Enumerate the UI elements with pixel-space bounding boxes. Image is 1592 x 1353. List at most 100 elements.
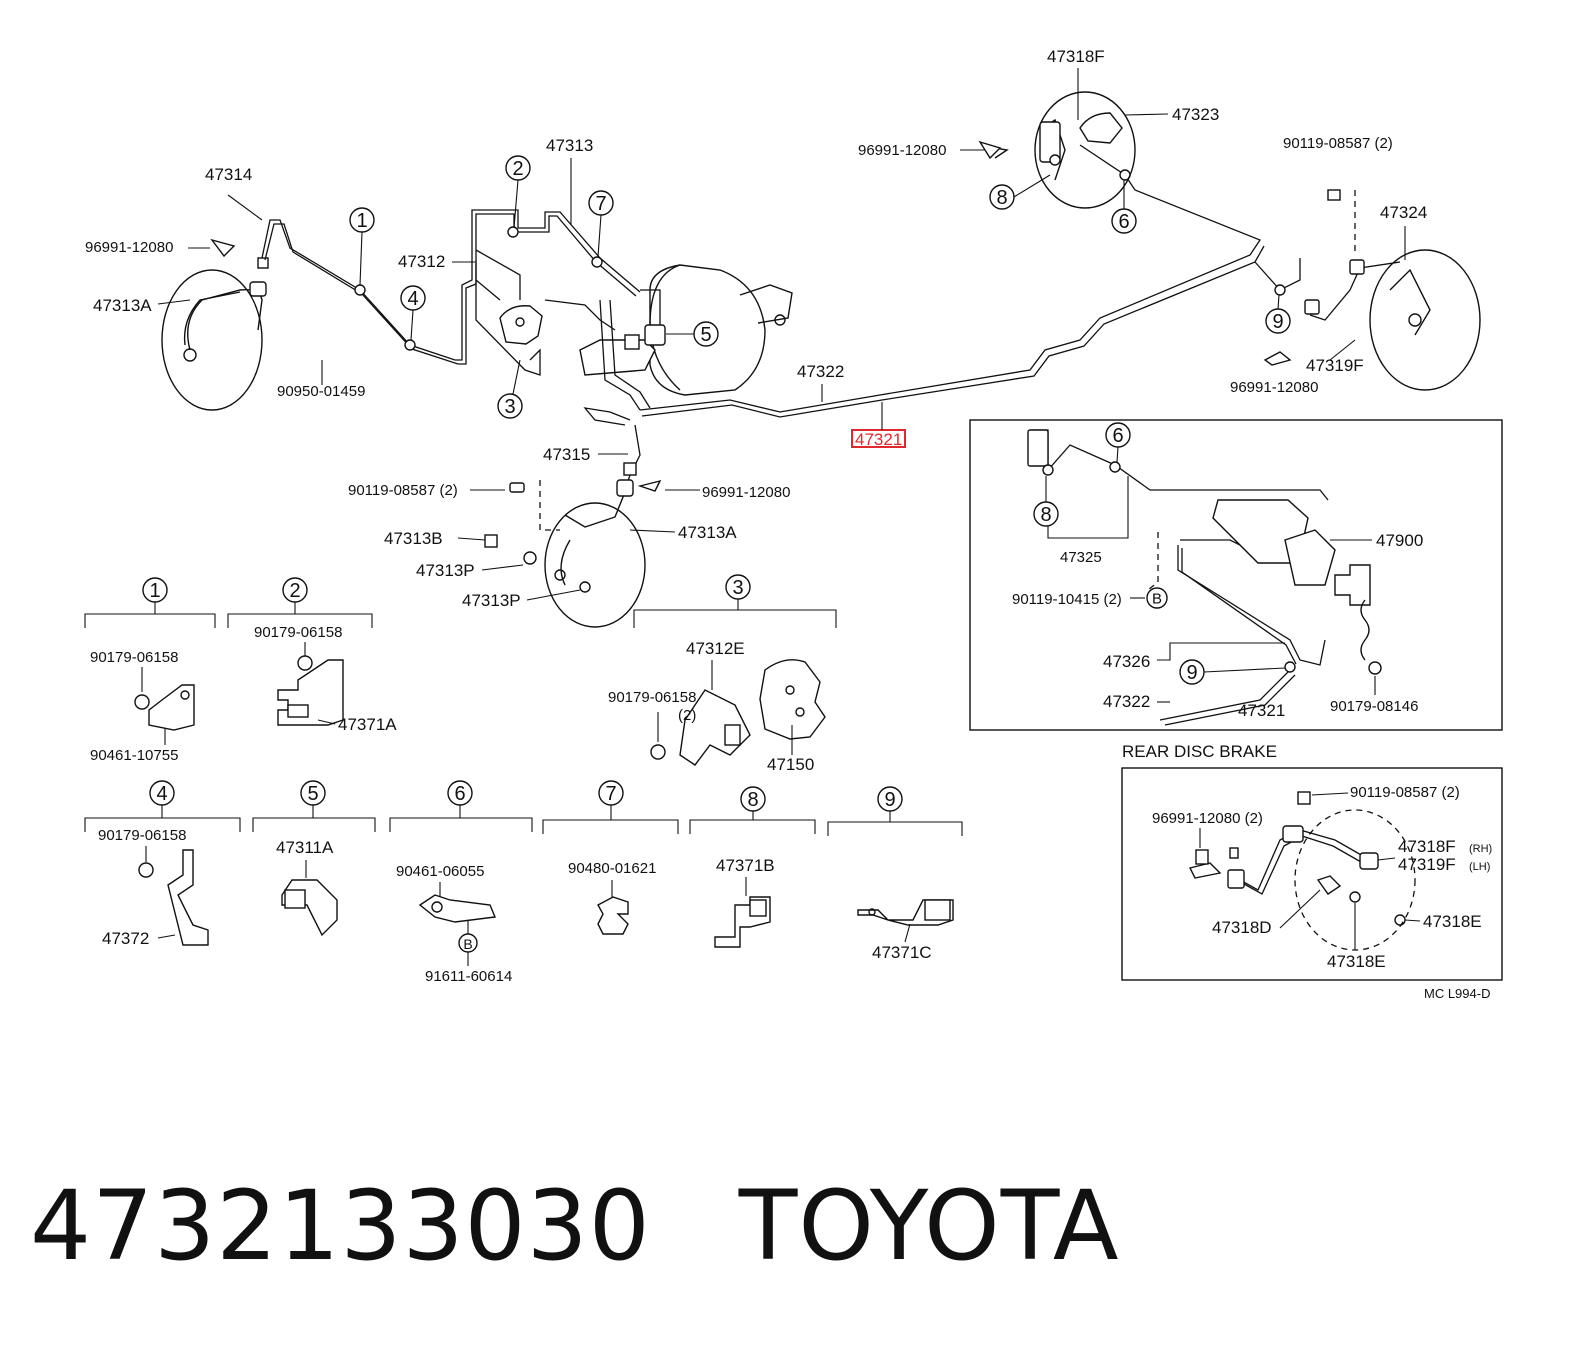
detail-1-label-a: 90179-06158 xyxy=(90,649,178,666)
lspv-inset: 47325 47900 90119-10415 (2) B 47326 4732… xyxy=(969,419,1503,731)
footer-brand: TOYOTA xyxy=(738,1170,1120,1282)
callout-B-inset: B xyxy=(1152,591,1162,608)
diagram-code: MC L994-D xyxy=(1424,986,1490,1001)
label-47315: 47315 xyxy=(543,445,590,464)
detail-4-label-a: 90179-06158 xyxy=(98,827,186,844)
detail-6-callout-B: B xyxy=(463,936,472,952)
detail-5-callout: 5 xyxy=(307,783,318,805)
callout-1: 1 xyxy=(356,210,367,232)
brake-booster-assembly xyxy=(475,226,793,411)
label-90179-08146: 90179-08146 xyxy=(1330,698,1418,715)
label-47319F: 47319F xyxy=(1306,356,1364,375)
rear-right-area xyxy=(1263,189,1481,391)
detail-5-label-a: 47311A xyxy=(276,838,334,857)
label-rear-47318D: 47318D xyxy=(1212,918,1272,937)
label-47324: 47324 xyxy=(1380,203,1427,222)
detail-4-label-b: 47372 xyxy=(102,929,149,948)
label-47322: 47322 xyxy=(797,362,844,381)
detail-9-label-a: 47371C xyxy=(872,943,932,962)
detail-6-label-a: 90461-06055 xyxy=(396,863,484,880)
main-labels: 47314 96991-12080 47313A 90950-01459 473… xyxy=(85,47,1427,610)
label-96991-12080-a: 96991-12080 xyxy=(85,239,173,256)
callout-3: 3 xyxy=(504,396,515,418)
detail-1-callout: 1 xyxy=(149,580,160,602)
label-47313B: 47313B xyxy=(384,529,443,548)
detail-5: 5 47311A xyxy=(252,780,376,937)
detail-7-callout: 7 xyxy=(605,783,616,805)
main-callouts: 1 4 2 7 5 3 8 6 9 xyxy=(349,155,1291,419)
callout-8-inset: 8 xyxy=(1040,504,1051,526)
detail-1: 1 90179-06158 90461-10755 xyxy=(84,577,216,764)
label-rear-47318E-b: 47318E xyxy=(1327,952,1386,971)
brake-tube-diagram: 47314 96991-12080 47313A 90950-01459 473… xyxy=(84,47,1503,1001)
callout-7: 7 xyxy=(595,193,606,215)
highlight-47321-box xyxy=(851,429,906,448)
label-rear-47319F: 47319F xyxy=(1398,855,1456,874)
label-47314: 47314 xyxy=(205,165,252,184)
callout-6-inset: 6 xyxy=(1112,425,1123,447)
label-47323: 47323 xyxy=(1172,105,1219,124)
label-47321-inset: 47321 xyxy=(1238,701,1285,720)
callout-2: 2 xyxy=(512,158,523,180)
label-47318F: 47318F xyxy=(1047,47,1105,66)
label-rear-90119-08587: 90119-08587 (2) xyxy=(1350,784,1460,801)
detail-3-label-a: 47312E xyxy=(686,639,745,658)
callout-5: 5 xyxy=(700,324,711,346)
detail-4: 4 90179-06158 47372 xyxy=(84,780,241,948)
detail-2-label-a: 90179-06158 xyxy=(254,624,342,641)
callout-9-inset: 9 xyxy=(1186,662,1197,684)
label-47313P-b: 47313P xyxy=(462,591,521,610)
label-rear-LH: (LH) xyxy=(1469,861,1490,873)
detail-6-callout: 6 xyxy=(454,783,465,805)
highlighted-part-label: 47321 xyxy=(855,430,902,449)
label-rear-47318F: 47318F xyxy=(1398,837,1456,856)
label-96991-12080-d: 96991-12080 xyxy=(1230,379,1318,396)
callout-6: 6 xyxy=(1118,211,1129,233)
detail-7-label-a: 90480-01621 xyxy=(568,860,656,877)
rear-disc-brake-inset: 90119-08587 (2) 96991-12080 (2) 47318F (… xyxy=(1121,767,1503,981)
detail-4-callout: 4 xyxy=(156,783,167,805)
label-47326: 47326 xyxy=(1103,652,1150,671)
callout-8: 8 xyxy=(996,187,1007,209)
detail-1-label-b: 90461-10755 xyxy=(90,747,178,764)
detail-3-label-b: 90179-06158 xyxy=(608,689,696,706)
rear-disc-brake-title: REAR DISC BRAKE xyxy=(1122,742,1277,761)
label-rear-RH: (RH) xyxy=(1469,843,1492,855)
label-90950-01459: 90950-01459 xyxy=(277,383,365,400)
label-rear-96991-12080: 96991-12080 (2) xyxy=(1152,810,1263,827)
detail-2: 2 90179-06158 47371A xyxy=(227,577,397,734)
detail-8-label-a: 47371B xyxy=(716,856,775,875)
footer-caption: 4732133030 TOYOTA xyxy=(30,1170,1120,1282)
front-right-brake-assembly xyxy=(484,479,662,628)
callout-9: 9 xyxy=(1272,311,1283,333)
label-rear-47318E-a: 47318E xyxy=(1423,912,1482,931)
detail-6: 6 90461-06055 B 91611-60614 xyxy=(389,780,533,985)
callout-4: 4 xyxy=(407,288,418,310)
label-96991-12080-c: 96991-12080 xyxy=(858,142,946,159)
rear-left-area xyxy=(994,91,1136,209)
detail-8-callout: 8 xyxy=(747,789,758,811)
detail-3-callout: 3 xyxy=(732,577,743,599)
detail-2-label-b: 47371A xyxy=(338,715,397,734)
detail-3-label-d: 47150 xyxy=(767,755,814,774)
footer-part-number: 4732133030 xyxy=(30,1170,651,1282)
label-47313A-b: 47313A xyxy=(678,523,737,542)
detail-9: 9 47371C xyxy=(827,786,963,962)
detail-9-callout: 9 xyxy=(884,789,895,811)
detail-6-label-b: 91611-60614 xyxy=(425,968,512,985)
main-rear-brake-tubes xyxy=(583,144,1301,491)
front-left-brake-assembly xyxy=(161,209,641,411)
label-47900: 47900 xyxy=(1376,531,1423,550)
detail-3: 3 47312E 90179-06158 (2) 47150 xyxy=(608,574,837,774)
label-90119-08587-a: 90119-08587 (2) xyxy=(348,482,458,499)
detail-7: 7 90480-01621 xyxy=(542,780,679,935)
label-47322-inset: 47322 xyxy=(1103,692,1150,711)
label-47325: 47325 xyxy=(1060,549,1102,566)
label-47313A-a: 47313A xyxy=(93,296,152,315)
label-47312: 47312 xyxy=(398,252,445,271)
label-96991-12080-b: 96991-12080 xyxy=(702,484,790,501)
detail-2-callout: 2 xyxy=(289,580,300,602)
detail-3-label-c: (2) xyxy=(678,707,696,724)
label-90119-10415: 90119-10415 (2) xyxy=(1012,591,1122,608)
label-90119-08587-b: 90119-08587 (2) xyxy=(1283,135,1393,152)
